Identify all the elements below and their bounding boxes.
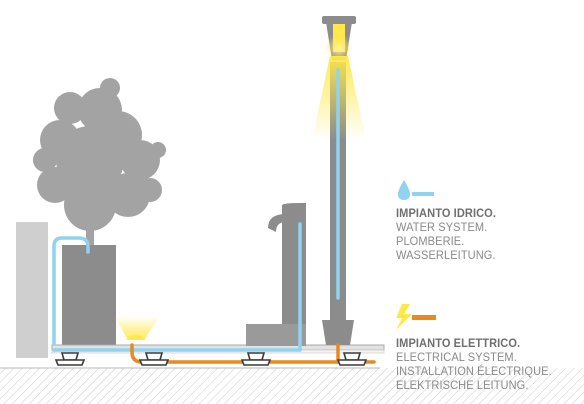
legend-electric: IMPIANTO ELETTRICO. ELECTRICAL SYSTEM. I… bbox=[396, 336, 582, 392]
ground-spotlight bbox=[114, 316, 160, 340]
tree bbox=[33, 78, 166, 245]
legend-water-line-en: WATER SYSTEM. bbox=[396, 220, 488, 234]
lamp-glow bbox=[325, 34, 353, 62]
legend-water-line-fr: PLOMBERIE. bbox=[396, 234, 465, 248]
legend-water-title: IMPIANTO IDRICO. bbox=[396, 206, 497, 220]
lightning-bolt-icon bbox=[396, 304, 436, 330]
planter bbox=[62, 245, 116, 345]
legend-electric-line-de: ELEKTRISCHE LEITUNG. bbox=[396, 378, 529, 392]
legend-electric-title: IMPIANTO ELETTRICO. bbox=[396, 336, 521, 350]
legend-electric-line-en: ELECTRICAL SYSTEM. bbox=[396, 350, 517, 364]
water-drop-icon bbox=[398, 180, 434, 200]
left-wall bbox=[16, 222, 48, 358]
legend-water: IMPIANTO IDRICO. WATER SYSTEM. PLOMBERIE… bbox=[396, 206, 582, 262]
deck-pedestals bbox=[54, 352, 368, 366]
ground bbox=[0, 367, 584, 404]
legend-electric-line-fr: INSTALLATION ÉLECTRIQUE. bbox=[396, 364, 552, 378]
legend-water-line-de: WASSERLEITUNG. bbox=[396, 248, 496, 262]
water-pipes bbox=[52, 68, 340, 352]
drinking-fountain bbox=[246, 203, 306, 346]
